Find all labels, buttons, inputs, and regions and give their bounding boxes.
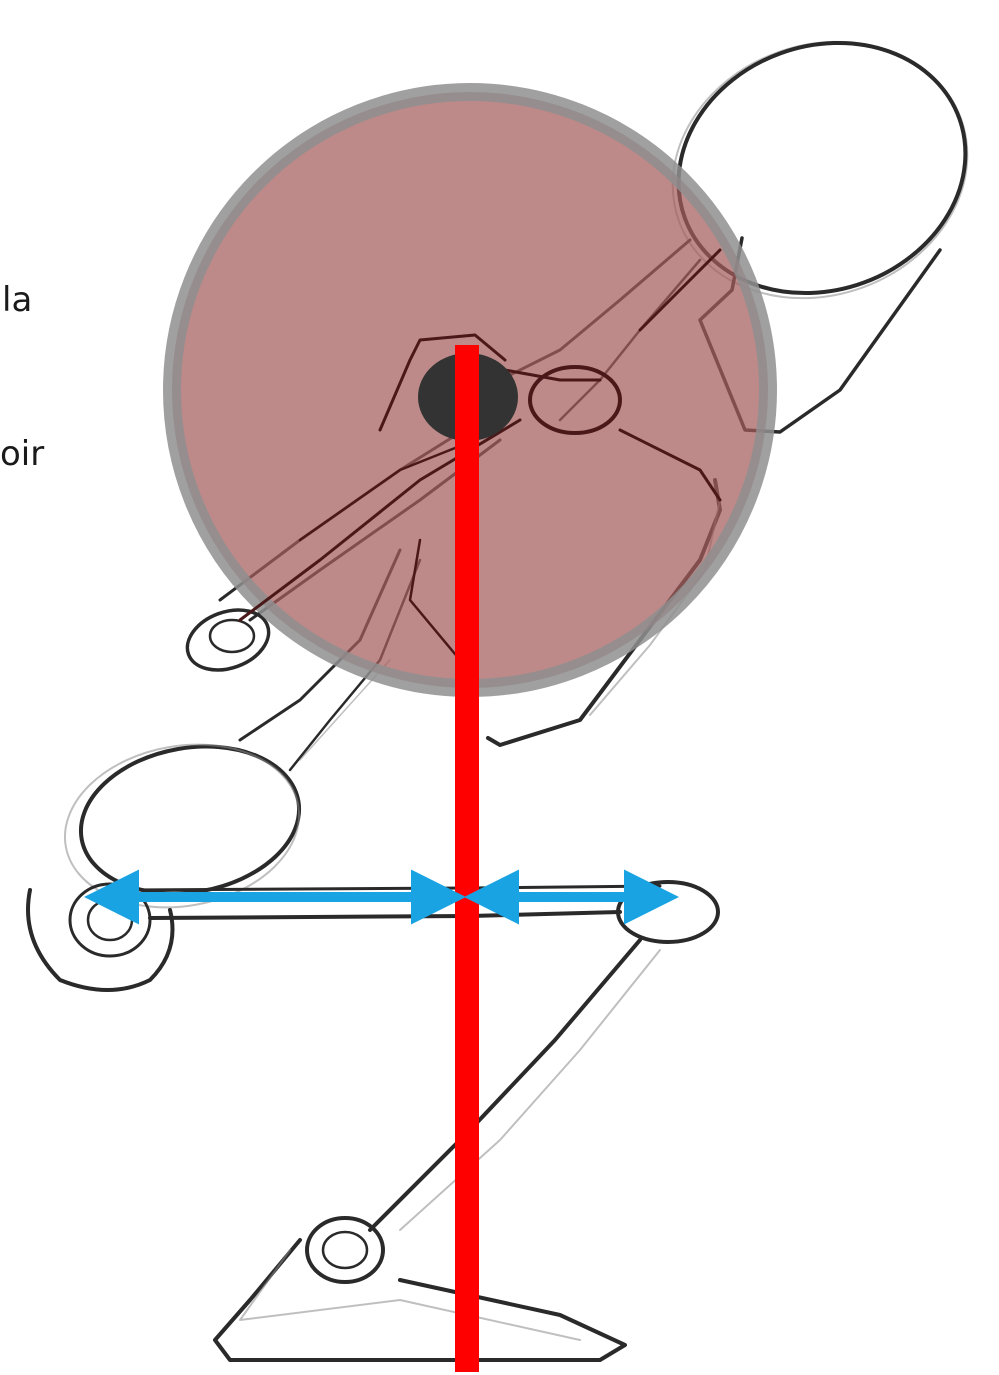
ankle-joint — [307, 1218, 383, 1282]
knee-joint — [618, 882, 718, 942]
balance-line-icon — [455, 345, 479, 1372]
foot-outline — [215, 1240, 625, 1360]
